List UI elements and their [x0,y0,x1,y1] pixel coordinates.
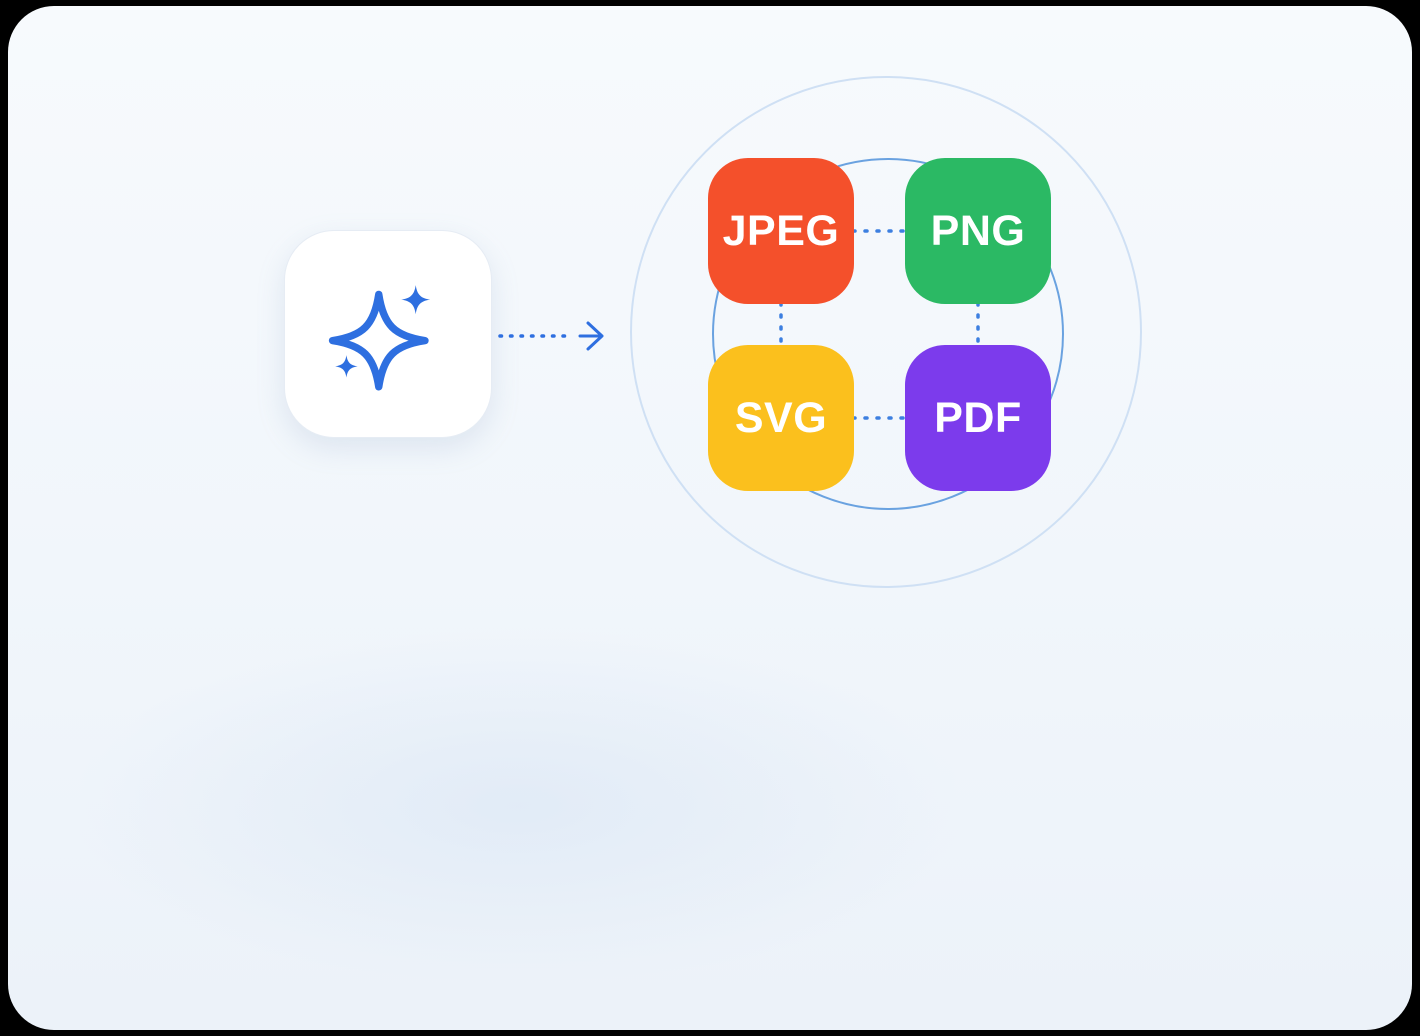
dashed-connectors [779,229,980,420]
format-label-svg: SVG [734,393,828,442]
format-badge-jpeg: JPEG [708,158,854,304]
format-badge-svg: SVG [708,345,854,491]
format-label-pdf: PDF [934,393,1022,442]
sparkle-tiny-star [335,355,358,378]
inner-circle [712,158,1064,510]
formats-orbit: JPEG PNG SVG PDF [630,76,1142,588]
source-app-tile [284,230,492,438]
arrow-right-icon [496,308,616,364]
format-badge-pdf: PDF [905,345,1051,491]
format-label-jpeg: JPEG [722,206,840,255]
outer-circle [630,76,1142,588]
sparkle-small-star [401,285,431,315]
illustration-card: JPEG PNG SVG PDF [8,6,1412,1030]
format-badge-png: PNG [905,158,1051,304]
format-label-png: PNG [930,206,1026,255]
sparkle-icon [322,285,431,400]
arrow-head [578,321,604,351]
